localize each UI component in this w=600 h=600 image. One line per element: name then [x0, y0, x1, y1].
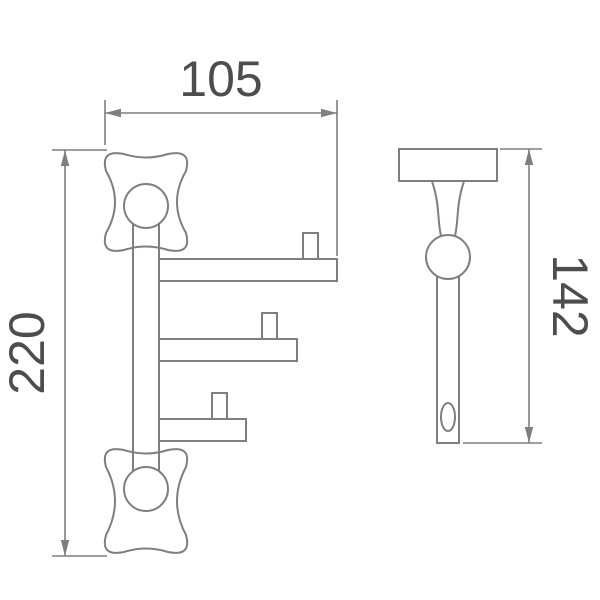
peg-slot-profile [440, 402, 456, 432]
wall-plate-profile [398, 148, 498, 182]
dimension-height: 220 [0, 149, 107, 557]
arrowhead-left [105, 108, 121, 118]
arrowhead-side-top [524, 149, 534, 165]
arrowhead-side-bottom [524, 427, 534, 443]
ball-joint [425, 234, 471, 280]
dimension-label-height: 220 [0, 311, 55, 394]
pivot-bar [132, 206, 160, 489]
hook-peg-middle [261, 312, 278, 340]
swing-arm-top [158, 258, 338, 282]
top-pivot-knuckle [123, 183, 169, 229]
swing-arm-middle [158, 338, 298, 362]
hook-peg-bottom [211, 392, 228, 420]
front-view [103, 152, 338, 554]
bottom-pivot-knuckle [123, 466, 169, 512]
side-view [398, 148, 498, 444]
dimension-label-width: 105 [179, 51, 262, 107]
swing-arm-bottom [158, 418, 247, 442]
neck-left-edge [431, 180, 442, 237]
dimension-label-side-height: 142 [542, 254, 598, 337]
dimension-side-height: 142 [463, 148, 598, 444]
arrowhead-right [321, 108, 337, 118]
arrowhead-top [60, 150, 70, 166]
arrowhead-bottom [60, 540, 70, 556]
neck-right-edge [454, 180, 465, 237]
dimension-width: 105 [104, 51, 338, 256]
hook-peg-top [302, 232, 319, 260]
